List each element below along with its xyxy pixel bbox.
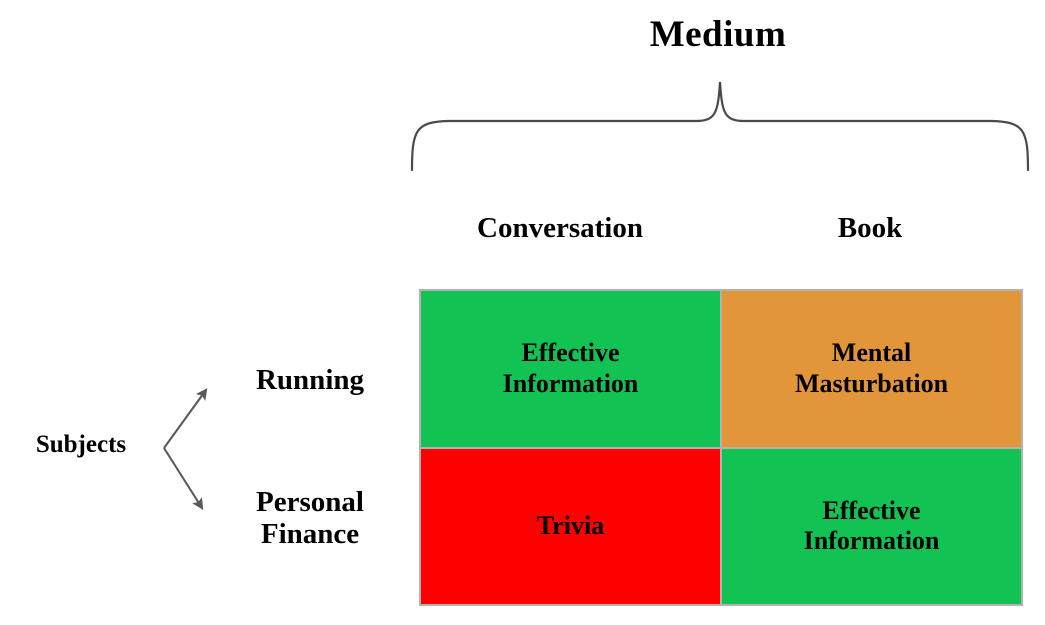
row-axis-title: Subjects	[35, 431, 127, 458]
matrix-cell-running-conversation: Effective Information	[421, 291, 720, 447]
row-label-running: Running	[255, 364, 364, 396]
curly-brace-icon	[410, 81, 1030, 172]
column-axis-title: Medium	[649, 14, 787, 55]
matrix-cell-running-book: Mental Masturbation	[722, 291, 1021, 447]
column-header-conversation: Conversation	[477, 212, 643, 244]
matrix-grid: Effective Information Mental Masturbatio…	[419, 289, 1023, 606]
matrix-cell-personal-finance-conversation: Trivia	[421, 448, 720, 604]
branch-arrows-icon	[163, 388, 208, 510]
matrix-cell-personal-finance-book: Effective Information	[722, 448, 1021, 604]
row-label-personal-finance: Personal Finance	[256, 486, 364, 551]
column-header-book: Book	[837, 212, 903, 244]
